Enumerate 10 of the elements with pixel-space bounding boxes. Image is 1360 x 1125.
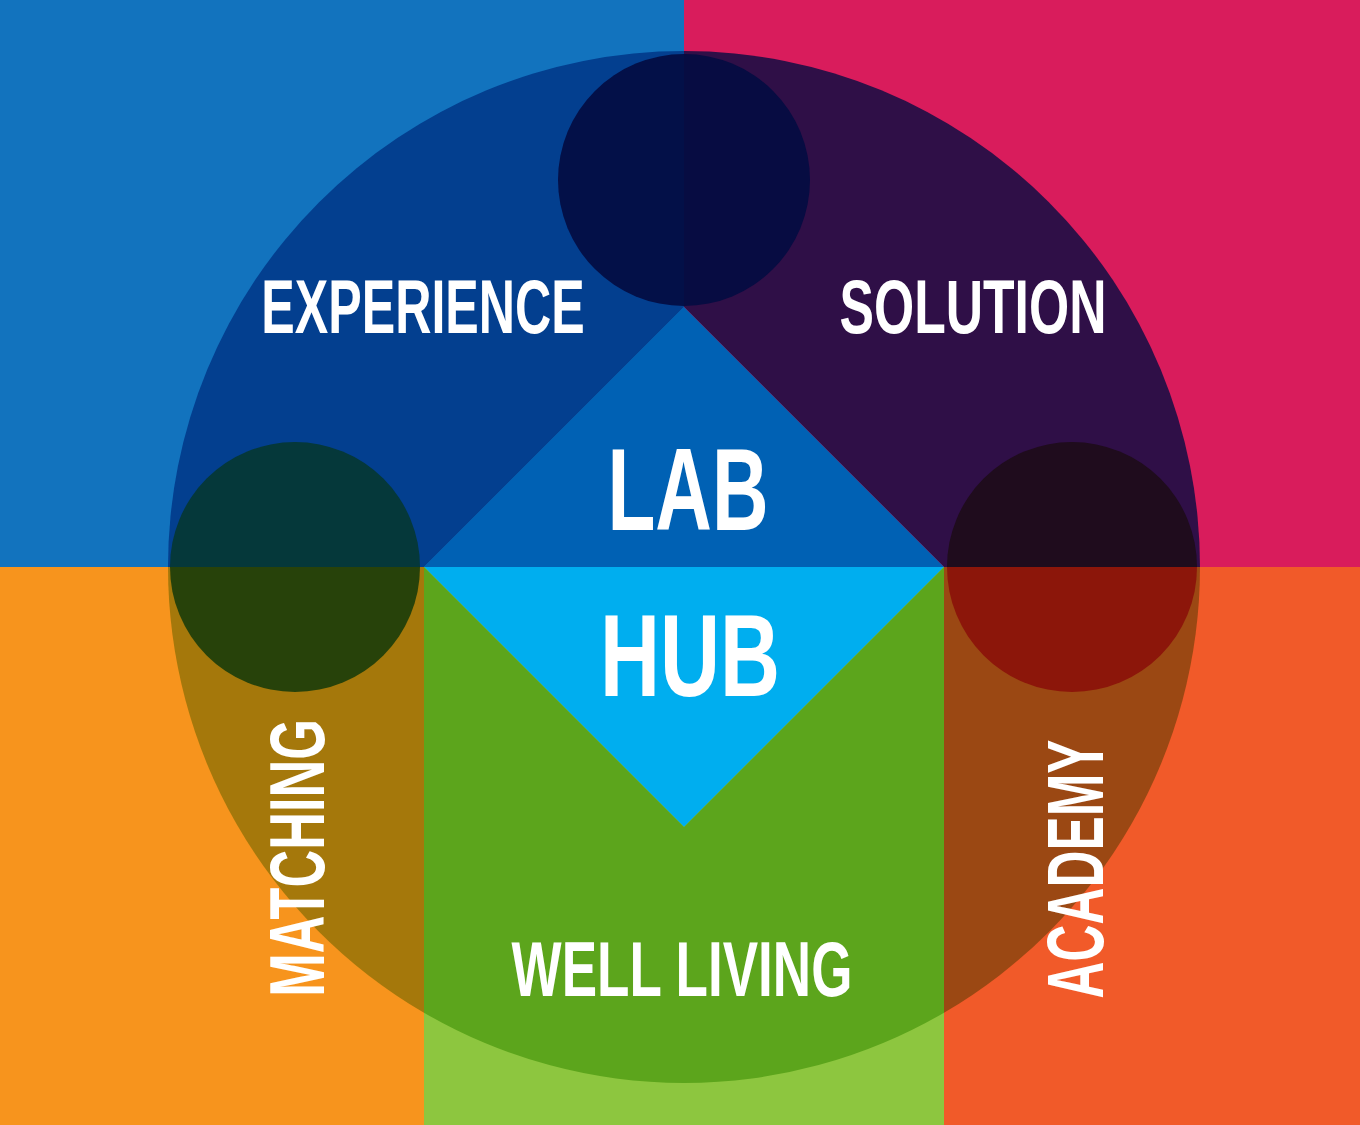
segment-label: WELL LIVING [511,930,853,1008]
overlap-circle [170,442,420,692]
center-label: HUB [600,596,780,714]
segment-label: SOLUTION [839,269,1107,345]
overlap-circle [947,442,1197,692]
circle-band [424,567,944,1083]
segment-label: ACADEMY [1036,739,1116,999]
center-label: LAB [607,430,769,548]
segment-label: MATCHING [258,719,336,997]
segment-label: EXPERIENCE [261,269,585,345]
